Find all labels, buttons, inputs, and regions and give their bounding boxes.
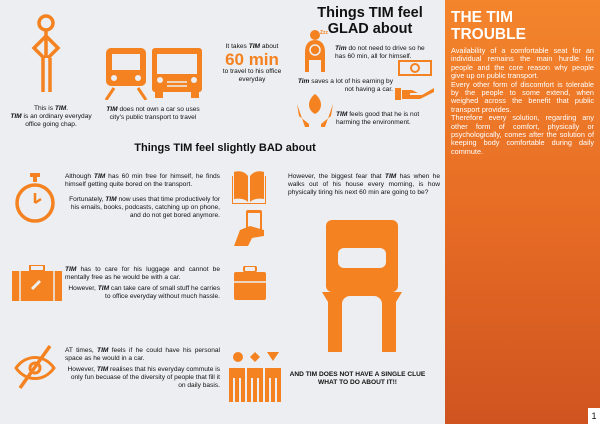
bad-title: Things TIM feel slightly BAD about — [134, 142, 316, 154]
bored-text-2: Fortunately, TIM now uses that time prod… — [69, 196, 220, 219]
money-icon — [398, 60, 432, 76]
luggage-text-2: However, TIM can take care of small stuf… — [68, 285, 220, 300]
chair-icon — [322, 220, 402, 352]
hidden-eye-icon — [14, 344, 56, 390]
glad-title: Things TIM feel GLAD about — [317, 5, 423, 37]
hand-icon — [395, 88, 434, 100]
glad-save-text: Tim saves a lot of his earning by not ha… — [297, 78, 393, 93]
tim-trouble-panel: THE TIM TROUBLE Availability of a comfor… — [445, 0, 600, 424]
space-text-2: However, TIM realises that his everyday … — [67, 366, 220, 389]
intro-caption: This is TIM.TIM is an ordinary everyday … — [10, 105, 92, 128]
fear-text: However, the biggest fear that TIM has w… — [288, 173, 440, 196]
bus-icon — [152, 48, 202, 98]
glad-drive-text: Tim do not need to drive so he has 60 mi… — [335, 45, 425, 60]
transport-caption: TIM does not own a car so uses city's pu… — [106, 106, 200, 121]
briefcase-icon — [234, 266, 266, 300]
plant-hands-icon — [297, 94, 333, 127]
panel-body: Availability of a comfortable seat for a… — [451, 46, 594, 156]
luggage-text-1: TIM has to care for his luggage and cann… — [65, 266, 220, 281]
bored-text-1: Although TIM has 60 min free for himself… — [65, 173, 220, 188]
suitcase-icon — [12, 265, 62, 301]
people-icon — [229, 352, 281, 402]
stopwatch-icon — [15, 173, 55, 223]
panel-title: THE TIM TROUBLE — [451, 9, 526, 43]
zzz-label: Zzz — [320, 30, 329, 36]
space-text-1: AT times, TIM feels if he could have his… — [65, 347, 220, 362]
travel-time-value: 60 min — [225, 50, 279, 69]
glad-env-text: TIM feels good that he is not harming th… — [336, 111, 420, 126]
clue-text: AND TIM DOES NOT HAVE A SINGLE CLUE WHAT… — [289, 371, 426, 386]
train-icon — [104, 48, 148, 100]
phone-in-hand-icon — [234, 210, 264, 246]
sleeping-driver-icon — [305, 30, 325, 72]
book-icon — [232, 171, 266, 204]
stick-figure-icon — [31, 14, 61, 92]
page-number: 1 — [588, 408, 600, 424]
